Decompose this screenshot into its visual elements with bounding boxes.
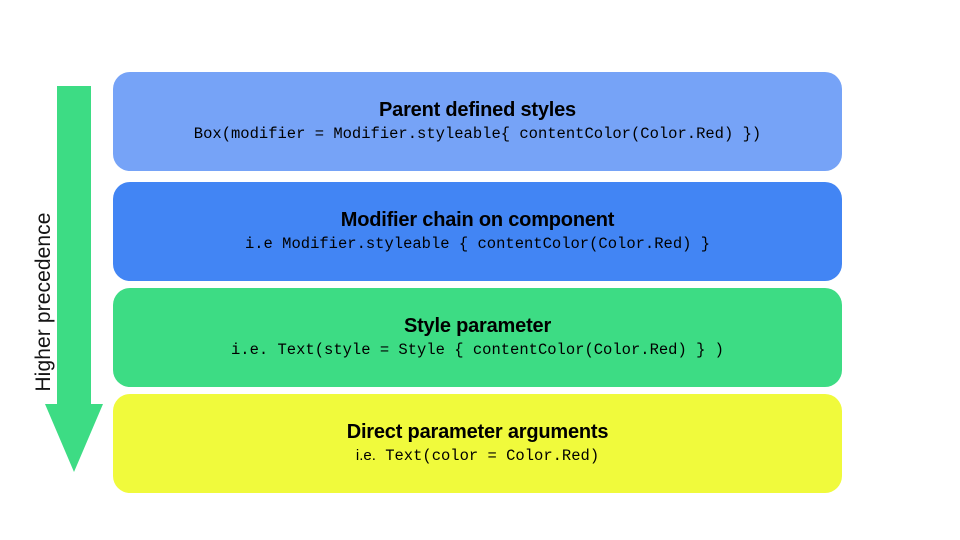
box-code: i.e Modifier.styleable { contentColor(Co… [245, 235, 710, 254]
box-code: i.e. Text(style = Style { contentColor(C… [231, 341, 724, 360]
box-title: Modifier chain on component [340, 209, 615, 232]
box-code-text: i.e. Text(style = Style { contentColor(C… [231, 341, 724, 360]
box-code: Box(modifier = Modifier.styleable{ conte… [194, 125, 761, 144]
precedence-box-modifier-chain[interactable]: Modifier chain on component i.e Modifier… [113, 182, 842, 281]
box-code: i.e. Text(color = Color.Red) [356, 447, 599, 466]
precedence-axis-label: Higher precedence [32, 212, 55, 392]
box-code-text: Text(color = Color.Red) [385, 447, 600, 466]
box-code-prefix: i.e. [355, 447, 376, 465]
precedence-stack: Parent defined styles Box(modifier = Mod… [113, 72, 842, 493]
box-title: Style parameter [403, 315, 552, 338]
box-code-text: i.e Modifier.styleable { contentColor(Co… [244, 235, 711, 254]
box-code-text: Box(modifier = Modifier.styleable{ conte… [193, 125, 762, 144]
precedence-box-direct-parameter-arguments[interactable]: Direct parameter arguments i.e. Text(col… [113, 394, 842, 493]
box-title: Direct parameter arguments [346, 421, 609, 444]
precedence-axis: Higher precedence [0, 0, 110, 540]
box-title: Parent defined styles [379, 99, 576, 122]
arrow-down-shape [45, 86, 103, 472]
precedence-box-parent-defined-styles[interactable]: Parent defined styles Box(modifier = Mod… [113, 72, 842, 171]
arrow-down-icon [44, 86, 104, 474]
precedence-box-style-parameter[interactable]: Style parameter i.e. Text(style = Style … [113, 288, 842, 387]
